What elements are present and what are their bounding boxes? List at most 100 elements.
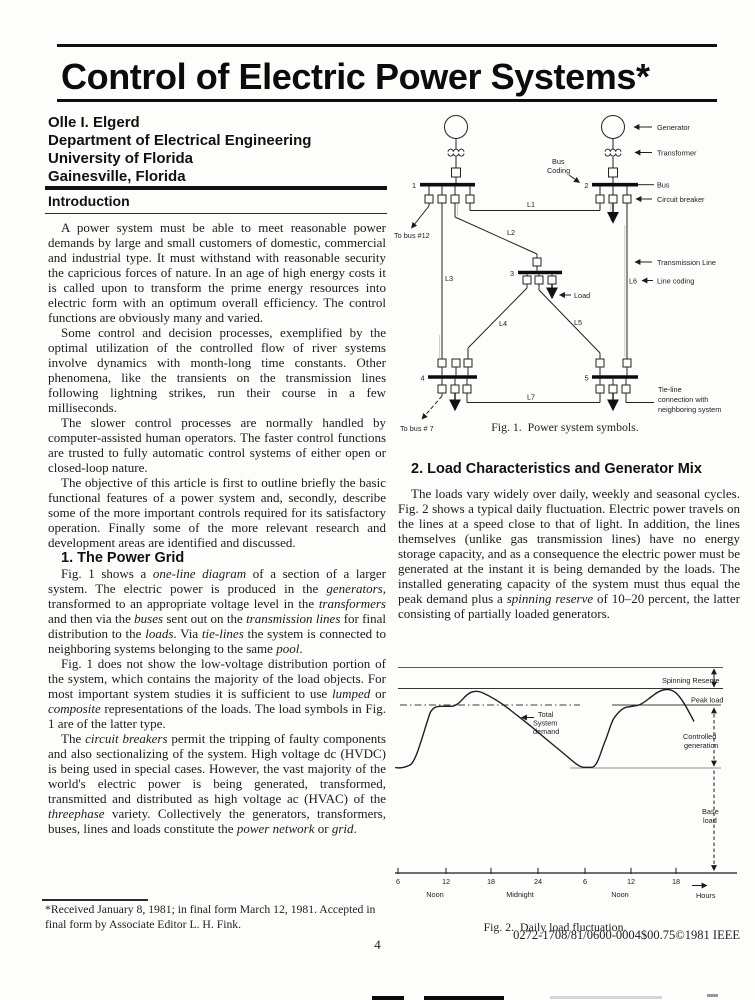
bus-3-group [518,257,571,300]
bus-coding-label-line2: Coding [547,166,570,175]
legend-transmission-line-label: Transmission Line [657,258,716,267]
line-label-l4: L4 [499,319,507,328]
section-2-heading: 2. Load Characteristics and Generator Mi… [411,461,702,477]
tie-line-label-line1: Tie-line [658,385,682,394]
bus-1-label: 1 [412,181,416,190]
right-column: 2. Load Characteristics and Generator Mi… [398,461,740,621]
line-label-l2: L2 [507,228,515,237]
x-tick-label: 12 [442,877,450,886]
paragraph: The circuit breakers permit the tripping… [48,731,386,836]
footnote-line-1: *Received January 8, 1981; in final form… [45,903,376,916]
paragraph: Fig. 1 does not show the low-voltage dis… [48,656,386,731]
line-label-l1: L1 [527,200,535,209]
scan-artifact-bar [550,996,662,999]
transmission-line-l1 [469,203,601,211]
figure-1-diagram: 1 2 3 4 5 L1 L2 L3 L4 L5 L6 L7 Generator… [394,115,721,433]
line-to-bus-7 [421,395,443,420]
bus-4-group [421,358,477,420]
introduction-heading-box: Introduction [45,186,387,214]
footnote-line-2: final form by Associate Editor L. H. Fin… [45,917,242,931]
scan-ghost-lines [439,204,626,358]
author-university: University of Florida [48,150,194,167]
copyright-notice: 0272-1708/81/0600-0004$00.75©1981 IEEE [513,928,740,942]
author-department: Department of Electrical Engineering [48,132,312,149]
x-tick-label: 18 [487,877,495,886]
paragraph: The objective of this article is first t… [48,475,386,550]
scan-artifact-bar [424,996,504,1000]
legend-generator-label: Generator [657,123,690,132]
generator-2-icon [601,115,625,183]
paragraph: A power system must be able to meet reas… [48,220,386,325]
page-title: Control of Electric Power Systems* [61,56,650,97]
paragraph: Some control and decision processes, exe… [48,325,386,415]
figure-1-caption: Fig. 1. Power system symbols. [491,420,639,434]
hours-label: Hours [696,891,716,900]
paragraph: The slower control processes are normall… [48,415,386,475]
x-tick-label: 6 [583,877,587,886]
transformer-2-icon [604,148,622,152]
scan-artifact-bar [372,996,404,1000]
author-block: Olle I. Elgerd Department of Electrical … [48,114,388,186]
x-axis [395,867,737,889]
noon-label-1: Noon [426,890,443,899]
line-label-l3: L3 [445,274,453,283]
transmission-line-l4 [467,284,528,359]
midnight-label: Midnight [506,890,534,899]
noon-label-2: Noon [611,890,628,899]
demand-label-line2: System [533,719,557,728]
figure-2-chart: Total System demand Spinning Reserve Pea… [394,666,737,900]
line-label-l6: L6 [629,277,637,286]
legend-line-coding-label: Line coding [657,277,694,286]
author-city: Gainesville, Florida [48,168,186,185]
author-name: Olle I. Elgerd [48,114,140,131]
line-to-bus-12 [411,203,430,229]
bus-5-group [592,358,654,412]
bus-2-group [592,182,654,224]
bus-coding-arrow [568,174,580,183]
legend-bus-label: Bus [657,181,670,190]
to-bus-7-label: To bus # 7 [400,424,434,433]
legend-circuit-breaker-label: Circuit breaker [657,195,705,204]
paragraph: The loads vary widely over daily, weekly… [398,486,740,621]
page-number: 4 [374,937,381,952]
scan-artifact-bar [707,994,718,997]
legend-transformer-label: Transformer [657,149,697,158]
left-column: A power system must be able to meet reas… [48,220,386,836]
demand-label-line3: demand [533,727,559,736]
demand-curve [394,688,695,769]
footnote: *Received January 8, 1981; in final form… [45,903,387,932]
title-box: Control of Electric Power Systems* [57,44,717,102]
x-tick-labels: 6 12 18 24 6 12 18 [396,877,680,886]
spinning-reserve-label: Spinning Reserve [662,676,720,685]
base-load-label-line1: Base [702,807,719,816]
x-tick-label: 24 [534,877,542,886]
line-label-l5: L5 [574,318,582,327]
transmission-line-l5 [538,284,601,359]
controlled-generation-label-line1: Controlled [683,732,716,741]
x-tick-label: 18 [672,877,680,886]
controlled-generation-label-line2: generation [684,741,719,750]
transformer-1-icon [447,148,465,152]
section-1-heading: 1. The Power Grid [61,550,185,566]
bus-4-label: 4 [420,374,424,383]
bus-1-group [420,182,475,204]
transmission-line-l7 [466,393,601,403]
paragraph: Fig. 1 shows a one-line diagram of a sec… [48,566,386,656]
bus-3-label: 3 [510,269,514,278]
introduction-heading: Introduction [48,193,130,209]
tie-line-label-line3: neighboring system [658,405,721,414]
line-label-l7: L7 [527,393,535,402]
bus-coding-label-line1: Bus [552,157,565,166]
x-tick-label: 6 [396,877,400,886]
figure-2-caption: Fig. 2. Daily load fluctuation. [483,920,627,934]
footnote-divider [42,899,148,901]
bus-2-label: 2 [584,181,588,190]
to-bus-12-label: To bus #12 [394,231,430,240]
demand-label-line1: Total [538,710,554,719]
base-load-label-line2: load [703,816,717,825]
generator-1-icon [444,115,468,183]
x-tick-label: 12 [627,877,635,886]
bus-5-label: 5 [584,374,588,383]
transmission-line-l2 [454,203,538,258]
